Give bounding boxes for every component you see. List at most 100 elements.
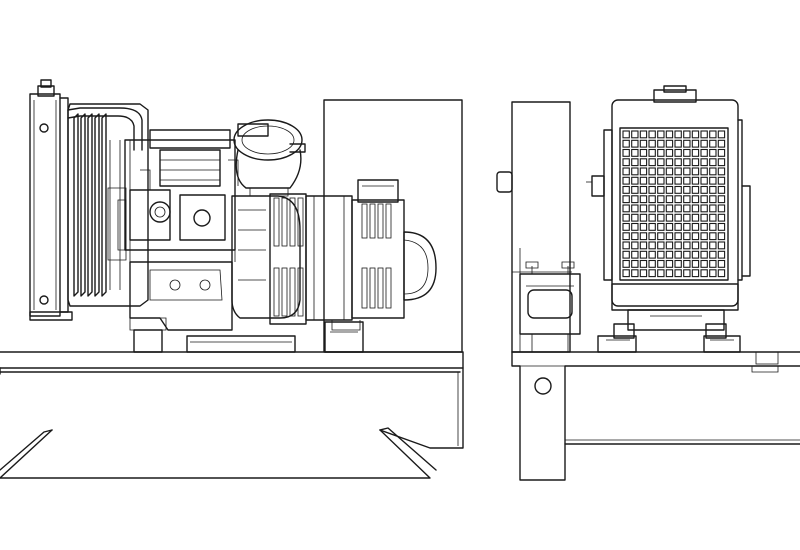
grid-cell <box>622 195 630 204</box>
grid-cell <box>657 195 665 204</box>
grid-cell <box>639 232 648 241</box>
grid-cell <box>639 213 648 222</box>
grid-cell <box>639 148 648 157</box>
grid-cell <box>631 259 639 268</box>
grid-cell <box>691 176 700 185</box>
fan-guard-louvres <box>73 113 131 297</box>
grid-cell <box>639 195 648 204</box>
grid-cell <box>665 176 674 185</box>
end-radiator <box>586 85 751 311</box>
grid-cell <box>717 250 726 259</box>
grid-cell <box>631 139 639 148</box>
vent-slot <box>297 267 304 317</box>
radiator-side-bracket <box>591 175 605 197</box>
upper-hose <box>67 107 143 151</box>
grid-cell <box>700 269 708 278</box>
grid-cell <box>665 213 674 222</box>
grid-cell <box>622 222 630 231</box>
grid-cell <box>691 269 700 278</box>
vent-slot <box>377 267 384 309</box>
vent-slot <box>369 267 376 309</box>
grid-cell <box>691 259 700 268</box>
generator-side-view <box>0 79 464 479</box>
grid-cell <box>631 232 639 241</box>
grid-cell <box>639 130 648 139</box>
grid-cell <box>657 158 665 167</box>
grid-cell <box>674 259 682 268</box>
grid-cell <box>717 222 726 231</box>
skid-base-frame <box>0 351 464 479</box>
grid-cell <box>700 195 708 204</box>
grid-cell <box>631 176 639 185</box>
grid-cell <box>648 139 656 148</box>
grid-cell <box>683 204 691 213</box>
grid-cell <box>717 158 726 167</box>
grid-cell <box>717 176 726 185</box>
radiator-filler-cap <box>653 89 697 103</box>
grid-cell <box>631 222 639 231</box>
grid-cell <box>674 176 682 185</box>
grid-cell <box>648 232 656 241</box>
cabinet-handle <box>496 171 513 193</box>
grid-cell <box>657 269 665 278</box>
vent-slot <box>289 267 296 317</box>
grid-cell <box>648 250 656 259</box>
grid-cell <box>622 130 630 139</box>
grid-cell <box>657 213 665 222</box>
grid-cell <box>674 241 682 250</box>
grid-cell <box>631 185 639 194</box>
grid-cell <box>683 213 691 222</box>
radiator-core-grid <box>619 127 729 281</box>
grid-cell <box>683 185 691 194</box>
grid-cell <box>717 232 726 241</box>
grid-cell <box>691 195 700 204</box>
grid-cell <box>700 130 708 139</box>
grid-cell <box>683 158 691 167</box>
grid-cell <box>709 259 717 268</box>
grid-cell <box>700 222 708 231</box>
vent-slot <box>377 203 384 239</box>
grid-cell <box>717 259 726 268</box>
grid-cell <box>709 148 717 157</box>
grid-cell <box>622 232 630 241</box>
grid-cell <box>657 222 665 231</box>
flywheel-housing <box>231 193 307 325</box>
grid-cell <box>665 167 674 176</box>
grid-cell <box>691 158 700 167</box>
generator-end-view <box>496 85 800 481</box>
vent-slot <box>297 197 304 247</box>
grid-cell <box>709 204 717 213</box>
grid-cell <box>622 269 630 278</box>
grid-cell <box>648 176 656 185</box>
grid-cell <box>700 139 708 148</box>
louvre-bar <box>101 113 107 297</box>
grid-cell <box>709 269 717 278</box>
grid-cell <box>674 269 682 278</box>
grid-cell <box>674 222 682 231</box>
battery <box>519 261 581 352</box>
grid-cell <box>717 185 726 194</box>
grid-cell <box>648 269 656 278</box>
grid-cell <box>674 158 682 167</box>
grid-cell <box>648 213 656 222</box>
grid-cell <box>665 185 674 194</box>
grid-cell <box>717 195 726 204</box>
grid-cell <box>674 250 682 259</box>
grid-cell <box>622 148 630 157</box>
louvre-bar <box>80 113 86 297</box>
grid-cell <box>691 222 700 231</box>
grid-cell <box>717 130 726 139</box>
end-engine-mounts <box>597 309 741 353</box>
grid-cell <box>700 250 708 259</box>
end-control-cabinet <box>496 101 572 353</box>
grid-cell <box>639 167 648 176</box>
grid-cell <box>665 241 674 250</box>
alternator <box>305 179 437 331</box>
grid-cell <box>683 250 691 259</box>
grid-cell <box>657 139 665 148</box>
grid-cell <box>691 204 700 213</box>
grid-cell <box>622 176 630 185</box>
grid-cell <box>665 139 674 148</box>
